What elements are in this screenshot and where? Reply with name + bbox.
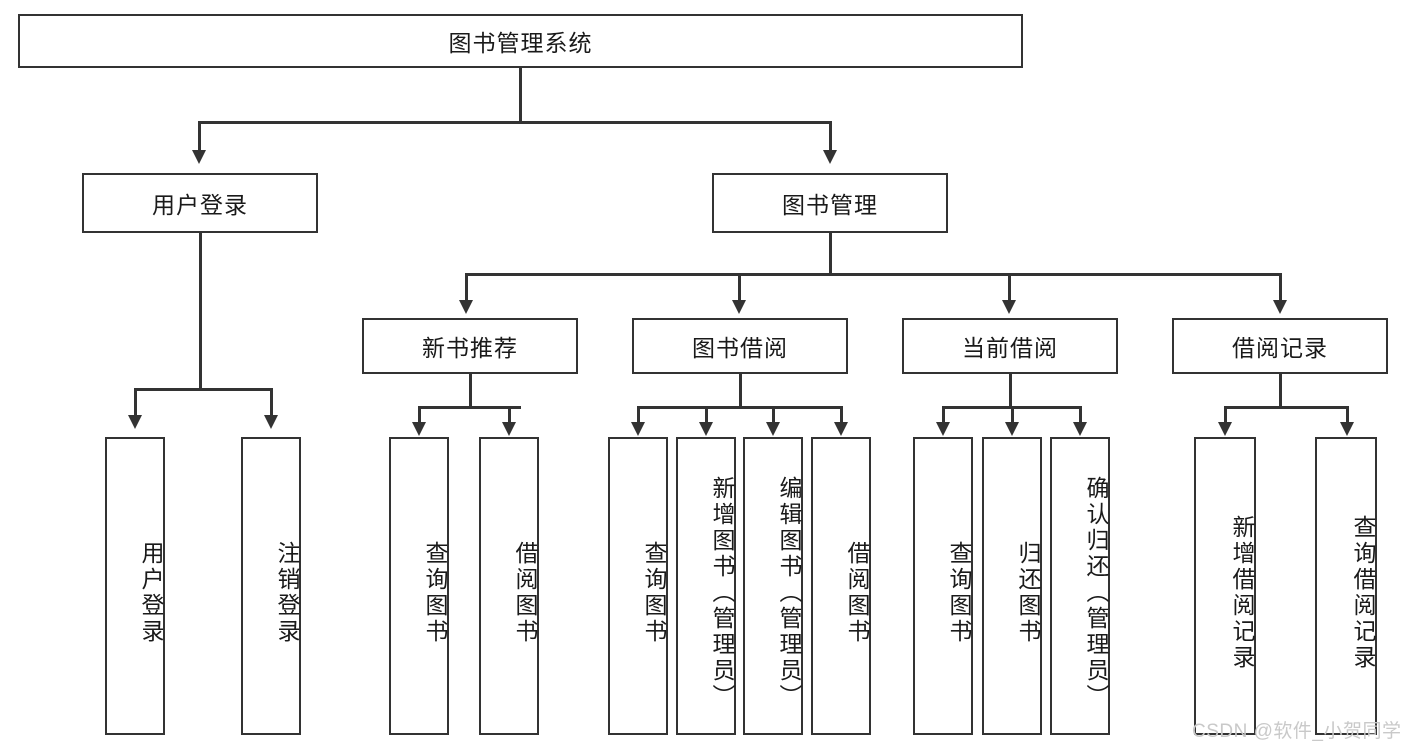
node-leaf-edit-book[interactable]: 编辑图书（管理员） xyxy=(743,437,803,735)
edge-current-borrow-stem xyxy=(1009,374,1012,408)
arrowhead-borrow-record xyxy=(1273,300,1287,314)
node-leaf-confirm-return[interactable]: 确认归还（管理员） xyxy=(1050,437,1110,735)
arrowhead-leaf-query-book-2 xyxy=(631,422,645,436)
edge-user-login-to-leaf-2 xyxy=(270,388,273,416)
edge-book-manage-to-borrow-record xyxy=(1279,273,1282,301)
edge-user-login-bus xyxy=(134,388,270,391)
node-leaf-query-book-3[interactable]: 查询图书 xyxy=(913,437,973,735)
node-label: 归还图书 xyxy=(1015,541,1041,645)
edge-root-to-user-login xyxy=(198,121,201,151)
arrowhead-leaf-user-login xyxy=(128,415,142,429)
node-leaf-query-book-2[interactable]: 查询图书 xyxy=(608,437,668,735)
edge-root-to-book-manage xyxy=(829,121,832,151)
arrowhead-new-book-recommend xyxy=(459,300,473,314)
node-label: 用户登录 xyxy=(138,541,164,645)
node-current-borrow[interactable]: 当前借阅 xyxy=(902,318,1118,374)
node-leaf-add-book[interactable]: 新增图书（管理员） xyxy=(676,437,736,735)
edge-book-borrow-bus xyxy=(637,406,842,409)
edge-book-borrow-to-leaf-1 xyxy=(637,406,640,424)
node-label: 新增图书（管理员） xyxy=(709,476,735,710)
node-label: 查询图书 xyxy=(641,541,667,645)
node-label: 图书管理 xyxy=(782,192,878,218)
arrowhead-leaf-borrow-book-1 xyxy=(502,422,516,436)
node-book-borrow[interactable]: 图书借阅 xyxy=(632,318,848,374)
arrowhead-book-borrow xyxy=(732,300,746,314)
node-label: 借阅图书 xyxy=(512,541,538,645)
edge-book-manage-to-new-book xyxy=(465,273,468,301)
arrowhead-leaf-add-borrow-record xyxy=(1218,422,1232,436)
node-leaf-logout-login[interactable]: 注销登录 xyxy=(241,437,301,735)
arrowhead-leaf-query-book-1 xyxy=(412,422,426,436)
arrowhead-leaf-edit-book xyxy=(766,422,780,436)
node-leaf-query-book-1[interactable]: 查询图书 xyxy=(389,437,449,735)
edge-borrow-record-to-leaf-1 xyxy=(1224,406,1227,424)
node-leaf-query-borrow-record[interactable]: 查询借阅记录 xyxy=(1315,437,1377,735)
node-leaf-borrow-book-1[interactable]: 借阅图书 xyxy=(479,437,539,735)
edge-new-book-bus xyxy=(418,406,521,409)
node-label: 新增借阅记录 xyxy=(1229,515,1255,671)
edge-book-manage-to-current-borrow xyxy=(1008,273,1011,301)
edge-current-borrow-bus xyxy=(942,406,1079,409)
node-label: 新书推荐 xyxy=(422,335,518,361)
arrowhead-leaf-query-borrow-record xyxy=(1340,422,1354,436)
node-book-manage[interactable]: 图书管理 xyxy=(712,173,948,233)
arrowhead-leaf-query-book-3 xyxy=(936,422,950,436)
node-label: 用户登录 xyxy=(152,192,248,218)
edge-book-manage-to-book-borrow xyxy=(738,273,741,301)
edge-new-book-to-leaf-2 xyxy=(508,406,511,424)
edge-user-login-to-leaf-1 xyxy=(134,388,137,416)
arrowhead-user-login xyxy=(192,150,206,164)
node-label: 借阅记录 xyxy=(1232,335,1328,361)
edge-book-borrow-stem xyxy=(739,374,742,408)
edge-borrow-record-to-leaf-2 xyxy=(1346,406,1349,424)
edge-new-book-to-leaf-1 xyxy=(418,406,421,424)
node-leaf-borrow-book-2[interactable]: 借阅图书 xyxy=(811,437,871,735)
edge-current-borrow-to-leaf-2 xyxy=(1011,406,1014,424)
edge-book-borrow-to-leaf-2 xyxy=(705,406,708,424)
edge-book-borrow-to-leaf-3 xyxy=(772,406,775,424)
edge-book-manage-bus xyxy=(465,273,1282,276)
node-label: 编辑图书（管理员） xyxy=(776,476,802,710)
node-label: 图书借阅 xyxy=(692,335,788,361)
edge-borrow-record-bus xyxy=(1224,406,1346,409)
node-label: 借阅图书 xyxy=(844,541,870,645)
edge-book-borrow-to-leaf-4 xyxy=(840,406,843,424)
node-leaf-return-book[interactable]: 归还图书 xyxy=(982,437,1042,735)
edge-root-stem xyxy=(519,68,522,123)
edge-user-login-stem xyxy=(199,233,202,390)
csdn-watermark: CSDN @软件_小贺同学 xyxy=(1192,721,1402,742)
arrowhead-book-manage xyxy=(823,150,837,164)
node-leaf-add-borrow-record[interactable]: 新增借阅记录 xyxy=(1194,437,1256,735)
node-new-book-recommend[interactable]: 新书推荐 xyxy=(362,318,578,374)
arrowhead-leaf-add-book xyxy=(699,422,713,436)
node-user-login[interactable]: 用户登录 xyxy=(82,173,318,233)
edge-current-borrow-to-leaf-3 xyxy=(1079,406,1082,424)
edge-borrow-record-stem xyxy=(1279,374,1282,408)
arrowhead-leaf-confirm-return xyxy=(1073,422,1087,436)
edge-current-borrow-to-leaf-1 xyxy=(942,406,945,424)
node-label: 查询图书 xyxy=(422,541,448,645)
arrowhead-leaf-borrow-book-2 xyxy=(834,422,848,436)
arrowhead-leaf-return-book xyxy=(1005,422,1019,436)
node-label: 当前借阅 xyxy=(962,335,1058,361)
node-label: 注销登录 xyxy=(274,541,300,645)
node-label: 查询图书 xyxy=(946,541,972,645)
node-label: 图书管理系统 xyxy=(448,30,593,56)
node-borrow-record[interactable]: 借阅记录 xyxy=(1172,318,1388,374)
edge-book-manage-stem xyxy=(829,233,832,275)
node-leaf-user-login[interactable]: 用户登录 xyxy=(105,437,165,735)
arrowhead-current-borrow xyxy=(1002,300,1016,314)
edge-root-bus xyxy=(198,121,832,124)
node-label: 确认归还（管理员） xyxy=(1083,476,1109,710)
arrowhead-leaf-logout-login xyxy=(264,415,278,429)
edge-new-book-stem xyxy=(469,374,472,408)
node-root-system[interactable]: 图书管理系统 xyxy=(18,14,1023,68)
node-label: 查询借阅记录 xyxy=(1350,515,1376,671)
